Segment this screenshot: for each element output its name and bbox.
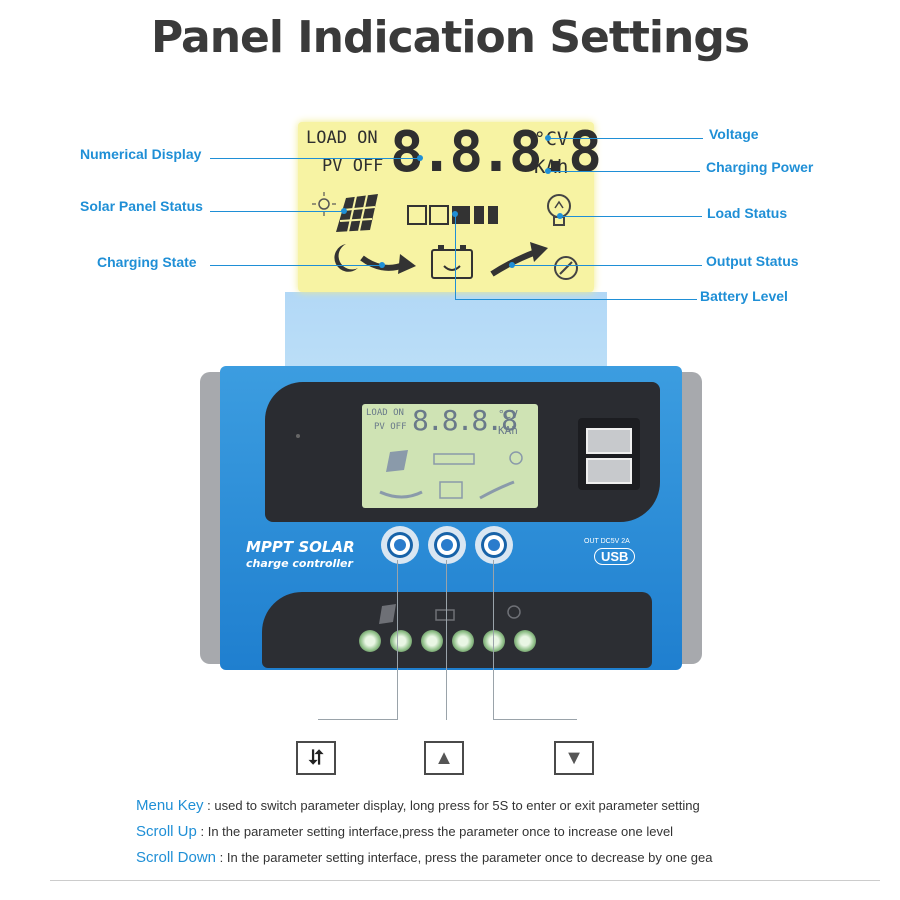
scroll-down-button[interactable]	[481, 532, 507, 558]
desc-menu-key: Menu Key : used to switch parameter disp…	[136, 797, 700, 814]
callout-line	[455, 299, 697, 300]
screen-unit-top: °CV	[498, 408, 518, 421]
screen-load-on: LOAD ON	[366, 408, 404, 418]
callout-line	[455, 214, 456, 300]
callout-voltage: Voltage	[709, 126, 759, 142]
desc-text: used to switch parameter display, long p…	[214, 798, 700, 813]
battery-level-icon	[407, 205, 498, 225]
terminal-screw-4	[452, 630, 474, 652]
callout-charging-state: Charging State	[97, 254, 197, 270]
scroll-up-button[interactable]	[434, 532, 460, 558]
key-leader-line	[493, 560, 494, 720]
key-leader-line	[318, 719, 398, 720]
callout-dot	[452, 211, 458, 217]
lcd-unit-top: °CV	[534, 128, 569, 150]
callout-line	[548, 171, 700, 172]
device-lcd-screen: LOAD ON PV OFF 8.8.8.8 °CV KAh	[362, 404, 538, 508]
lcd-unit-bottom: KAh	[534, 156, 569, 178]
page-title: Panel Indication Settings	[150, 12, 750, 63]
callout-charging-power: Charging Power	[706, 159, 814, 175]
callout-line	[210, 211, 344, 212]
callout-output-status: Output Status	[706, 253, 799, 269]
lcd-load-on-label: LOAD ON	[306, 128, 378, 148]
key-leader-line	[446, 560, 447, 720]
menu-button[interactable]	[387, 532, 413, 558]
callout-line	[512, 265, 702, 266]
lcd-glow	[285, 292, 607, 372]
usb-logo: USB	[594, 548, 636, 565]
desc-scroll-up: Scroll Up : In the parameter setting int…	[136, 823, 673, 840]
callout-dot	[417, 155, 423, 161]
desc-key-name: Menu Key	[136, 797, 204, 814]
terminal-screw-2	[390, 630, 412, 652]
key-leader-line	[493, 719, 577, 720]
lcd-digits: 8.8.8.8	[390, 120, 602, 185]
battery-icon	[431, 245, 473, 279]
callout-line	[210, 265, 382, 266]
terminal-icons	[379, 604, 521, 624]
device-indicator-led	[296, 434, 300, 438]
device-label-subtitle: charge controller	[246, 557, 353, 570]
bottom-divider	[50, 880, 880, 881]
terminal-block	[262, 592, 652, 668]
callout-dot	[341, 208, 347, 214]
callout-line	[548, 138, 703, 139]
scroll-up-key-icon: ▲	[424, 741, 464, 775]
desc-separator: :	[196, 824, 208, 839]
callout-load-status: Load Status	[707, 205, 788, 221]
output-status-icon	[490, 242, 578, 280]
callout-dot	[557, 213, 563, 219]
device-heatsink-right	[680, 372, 702, 664]
callout-battery-level: Battery Level	[700, 288, 788, 304]
lcd-pv-off-label: PV OFF	[322, 156, 384, 176]
usb-port-2	[586, 458, 632, 484]
callout-dot	[509, 262, 515, 268]
desc-separator: :	[203, 798, 215, 813]
screen-status-icons	[379, 450, 523, 500]
callout-line	[560, 216, 702, 217]
callout-dot	[379, 262, 385, 268]
desc-text: In the parameter setting interface,press…	[207, 824, 674, 839]
usb-port-1	[586, 428, 632, 454]
scroll-down-key-icon: ▼	[554, 741, 594, 775]
callout-line	[210, 158, 420, 159]
terminal-screw-1	[359, 630, 381, 652]
lcd-zoom-panel: LOAD ON PV OFF 8.8.8.8 °CV KAh	[298, 120, 602, 292]
desc-key-name: Scroll Down	[136, 849, 217, 866]
desc-scroll-down: Scroll Down : In the parameter setting i…	[136, 849, 713, 866]
screen-pv-off: PV OFF	[374, 422, 407, 432]
terminal-screw-3	[421, 630, 443, 652]
desc-key-name: Scroll Up	[136, 823, 197, 840]
screen-digits: 8.8.8.8	[412, 404, 518, 437]
desc-separator: :	[216, 850, 227, 865]
callout-dot	[545, 168, 551, 174]
key-leader-line	[397, 560, 398, 720]
terminal-screw-6	[514, 630, 536, 652]
desc-text: In the parameter setting interface, pres…	[226, 850, 713, 865]
solar-panel-icon	[312, 192, 378, 233]
terminal-screw-5	[483, 630, 505, 652]
callout-dot	[545, 135, 551, 141]
lightbulb-icon	[547, 194, 571, 226]
device-label-title: MPPT SOLAR	[246, 538, 355, 556]
device-heatsink-left	[200, 372, 222, 664]
charging-state-icon	[334, 244, 416, 274]
screen-unit-bottom: KAh	[498, 424, 518, 437]
callout-numerical-display: Numerical Display	[80, 146, 202, 162]
callout-solar-panel-status: Solar Panel Status	[80, 198, 203, 214]
menu-key-icon: ⮃	[296, 741, 336, 775]
usb-spec-label: OUT DC5V 2A	[584, 538, 630, 545]
